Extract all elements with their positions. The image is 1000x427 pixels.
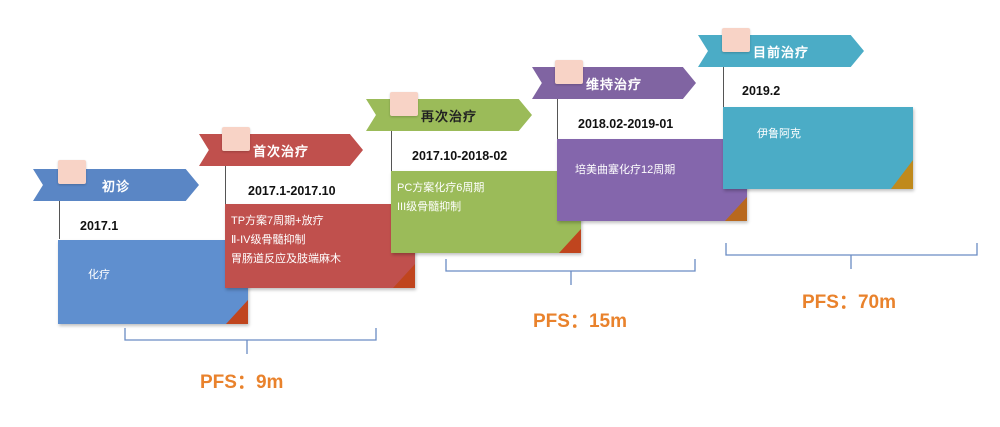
stage-5-tab xyxy=(722,28,750,52)
stage-5-box: 伊鲁阿克 xyxy=(723,107,913,189)
stage-2-tab xyxy=(222,127,250,151)
stage-3-label: 再次治疗 xyxy=(420,108,477,124)
stage-5-connector xyxy=(723,67,724,107)
stage-1-box: 化疗 xyxy=(58,240,248,324)
pfs-label-2: PFS：15m xyxy=(533,311,627,332)
stage-2-date: 2017.1-2017.10 xyxy=(248,184,336,198)
stage-3-line-1: PC方案化疗6周期 xyxy=(397,182,485,194)
stage-3-connector xyxy=(391,131,392,171)
brace-3 xyxy=(725,243,978,269)
stage-5-label: 目前治疗 xyxy=(752,44,809,60)
stage-2-line-1: TP方案7周期+放疗 xyxy=(231,215,324,227)
stage-1-date: 2017.1 xyxy=(80,219,119,233)
stage-5-fold xyxy=(891,160,913,189)
stage-2-fold xyxy=(393,264,415,288)
stage-2-label: 首次治疗 xyxy=(252,143,309,159)
stage-2-line-2: Ⅱ-IV级骨髓抑制 xyxy=(231,234,306,246)
stage-2-box: TP方案7周期+放疗 Ⅱ-IV级骨髓抑制 胃肠道反应及肢端麻木 xyxy=(225,204,415,288)
brace-1 xyxy=(124,328,377,354)
stage-4-label: 维持治疗 xyxy=(585,76,642,92)
stage-5-date: 2019.2 xyxy=(742,84,781,98)
stage-1-label: 初诊 xyxy=(101,178,130,194)
stage-4-date: 2018.02-2019-01 xyxy=(578,117,674,131)
stage-2-line-3: 胃肠道反应及肢端麻木 xyxy=(231,253,341,265)
stage-4-connector xyxy=(557,99,558,139)
stage-1-connector xyxy=(59,201,60,239)
stage-3-line-2: III级骨髓抑制 xyxy=(397,201,462,213)
pfs-label-3: PFS：70m xyxy=(802,292,896,313)
stage-4-fold xyxy=(725,197,747,221)
stage-1-tab xyxy=(58,160,86,184)
stage-1-line-1: 化疗 xyxy=(88,269,110,281)
stage-2-connector xyxy=(225,166,226,204)
stage-3-fold xyxy=(559,229,581,253)
brace-2 xyxy=(445,259,696,285)
stage-4-box: 培美曲塞化疗12周期 xyxy=(557,139,747,221)
stage-5-line-1: 伊鲁阿克 xyxy=(757,128,801,140)
stage-3-date: 2017.10-2018-02 xyxy=(412,149,508,163)
pfs-label-1: PFS：9m xyxy=(200,372,284,393)
stage-4-tab xyxy=(555,60,583,84)
stage-3-box: PC方案化疗6周期 III级骨髓抑制 xyxy=(391,171,581,253)
stage-4-line-1: 培美曲塞化疗12周期 xyxy=(575,164,676,176)
stage-3-tab xyxy=(390,92,418,116)
stage-1-fold xyxy=(226,300,248,324)
